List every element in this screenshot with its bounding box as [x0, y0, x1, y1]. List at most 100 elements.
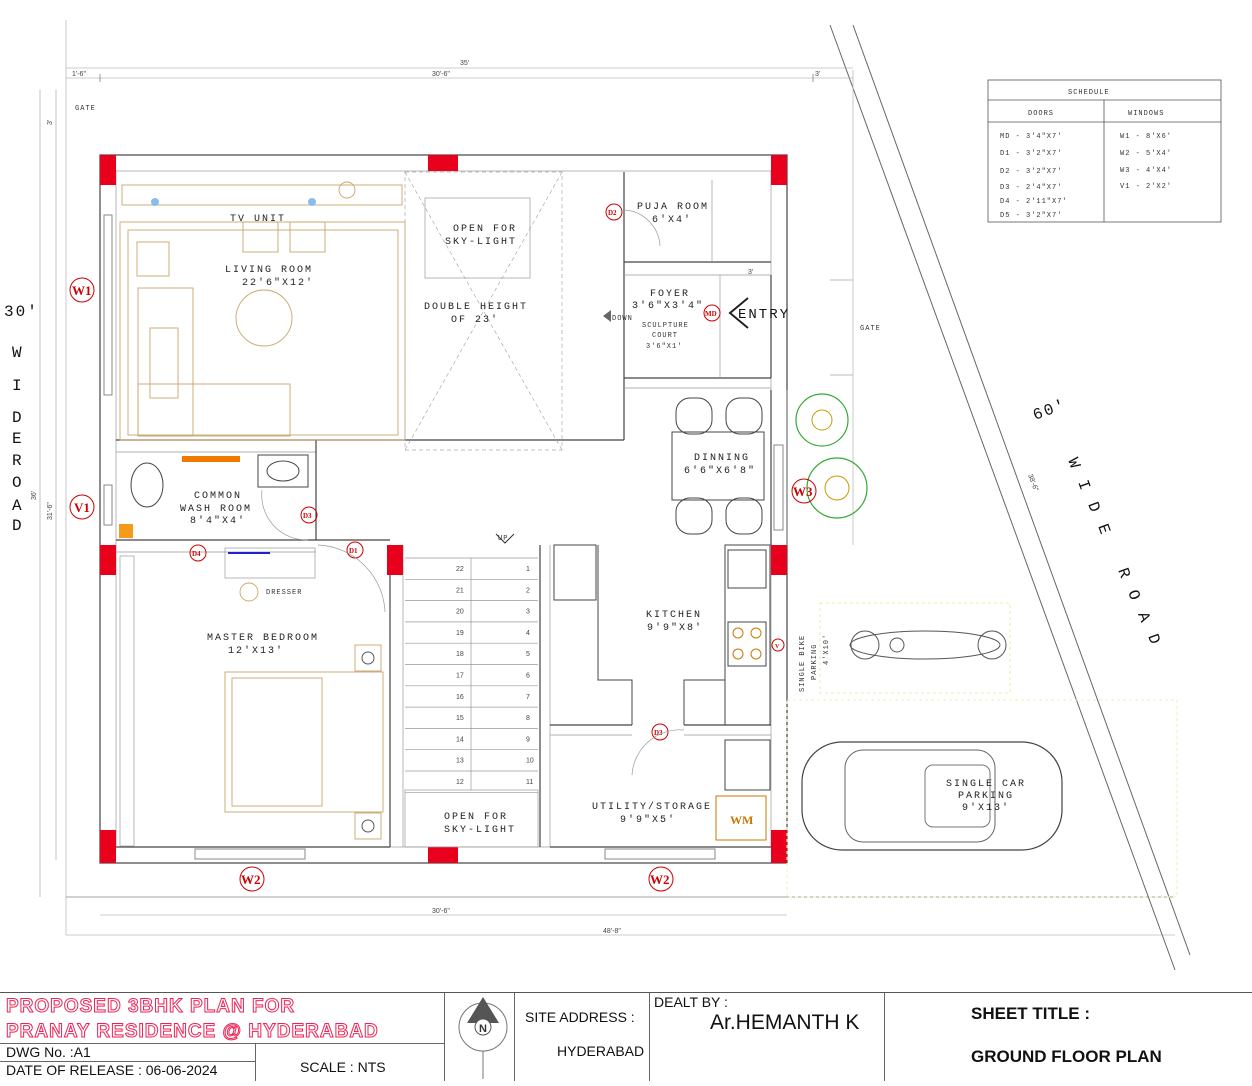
north-arrow-icon: N: [458, 997, 508, 1079]
drawing-number: DWG No. :A1: [6, 1044, 91, 1060]
skylight-bottom-label-1: OPEN FOR: [444, 812, 508, 823]
right-road-letter: E: [1093, 522, 1114, 539]
stair-number: 5: [526, 651, 530, 658]
skylight-bottom: [404, 789, 539, 848]
dining-table: [671, 397, 765, 535]
dresser-label: DRESSER: [266, 589, 302, 597]
sculpture-label-1: SCULPTURE: [642, 322, 689, 330]
tag-d3-utility: D3: [654, 729, 663, 737]
stair-number: 17: [456, 673, 464, 680]
sheet-title-cell: SHEET TITLE : GROUND FLOOR PLAN: [885, 993, 1252, 1081]
dealt-by-label: DEALT BY :: [654, 994, 728, 1010]
north-label: N: [479, 1023, 487, 1035]
left-road-letter: O: [12, 474, 24, 492]
schedule-window-row: V1 - 2'X2': [1120, 183, 1172, 191]
gate-left-label: GATE: [75, 105, 96, 113]
tag-v1: V1: [74, 500, 90, 515]
stair-number: 4: [526, 630, 530, 637]
dim-bottom-inner: 30'-6": [432, 908, 450, 915]
dim-total: 35': [460, 60, 469, 67]
kitchen-fixtures: [553, 544, 771, 841]
right-road-letter: D: [1143, 632, 1164, 649]
master-bedroom-name: MASTER BEDROOM: [207, 633, 319, 644]
dim-right-diag: 38'-6": [1026, 473, 1039, 493]
tag-w1: W1: [72, 283, 92, 298]
site-boundary: [65, 20, 1191, 971]
car-parking-label-2: PARKING: [958, 791, 1014, 802]
schedule-window-row: W1 - 8'X6': [1120, 133, 1172, 141]
schedule-table: SCHEDULE DOORS WINDOWS MD - 3'4"X7' D1 -…: [987, 79, 1222, 223]
dim-bottom-outer: 48'-8": [603, 928, 621, 935]
tag-d1: D1: [349, 547, 358, 555]
gap-3-label: 3': [748, 269, 753, 276]
skylight-bottom-label-2: SKY-LIGHT: [444, 825, 516, 836]
stair-number: 15: [456, 715, 464, 722]
living-room-name: LIVING ROOM: [225, 265, 313, 276]
sheet-title-value: GROUND FLOOR PLAN: [971, 1047, 1162, 1066]
kitchen-size: 9'9"X8': [647, 622, 703, 634]
puja-room-size: 6'X4': [652, 214, 692, 226]
left-road-letter: R: [12, 452, 24, 470]
stair-number: 7: [526, 694, 530, 701]
schedule-door-row: D2 - 3'2"X7': [1000, 168, 1062, 176]
bottom-dimensions: 30'-6" 48'-8": [66, 908, 1175, 936]
double-height-label-1: DOUBLE HEIGHT: [424, 302, 528, 313]
schedule-door-row: D1 - 3'2"X7': [1000, 150, 1062, 158]
schedule-door-row: D5 - 3'2"X7': [1000, 212, 1062, 220]
master-bed: [119, 547, 384, 847]
stair-number: 22: [456, 566, 464, 573]
washroom-size: 8'4"X4': [190, 515, 246, 527]
door-swings: [261, 209, 685, 776]
skylight-top: [404, 171, 563, 451]
right-road-label: 60' W I D E R O A D: [1031, 396, 1165, 649]
right-road-width: 60': [1031, 396, 1070, 425]
dinning-name: DINNING: [694, 453, 750, 464]
windows: [103, 214, 784, 860]
opening-tags: W1 V1 W2 W2 W3 MD D1 D2 D3 D3 D4 V: [69, 203, 817, 892]
dim-left: 1'-6": [72, 71, 86, 78]
foyer-name: FOYER: [650, 289, 690, 300]
left-road-letter: D: [12, 517, 24, 535]
left-road-label: 30' W I D E R O A D: [4, 303, 39, 535]
right-road-letter: R: [1113, 566, 1134, 583]
bike-parking-label-2: PARKING: [811, 644, 819, 680]
schedule-window-row: W3 - 4'X4': [1120, 167, 1172, 175]
dinning-size: 6'6"X6'8": [684, 465, 756, 477]
right-road-letter: W: [1063, 456, 1084, 473]
stair-number: 18: [456, 651, 464, 658]
left-road-width: 30': [4, 303, 39, 321]
left-road-letter: W: [12, 344, 24, 362]
bike-parking-size: 4'X10': [823, 634, 831, 665]
tag-d3-wash: D3: [303, 512, 312, 520]
washroom-label-2: WASH ROOM: [180, 504, 252, 515]
side-dimensions: 36' 31'-6" 3' 38'-6": [31, 90, 1039, 897]
room-labels: TV UNIT LIVING ROOM 22'6"X12' OPEN FOR S…: [180, 202, 1026, 836]
dim-gap: 3': [47, 120, 54, 125]
utility-name: UTILITY/STORAGE: [592, 801, 712, 813]
left-road-letter: I: [12, 377, 24, 395]
car-parking: [786, 699, 1178, 898]
stair-number: 12: [456, 779, 464, 786]
schedule-window-row: W2 - 5'X4': [1120, 150, 1172, 158]
schedule-windows-header: WINDOWS: [1128, 110, 1164, 118]
schedule-door-row: D4 - 2'11"X7': [1000, 198, 1068, 206]
stair-number: 8: [526, 715, 530, 722]
project-title-cell: PROPOSED 3BHK PLAN FOR PRANAY RESIDENCE …: [0, 993, 445, 1081]
tag-w2-left: W2: [241, 872, 261, 887]
stair-number: 9: [526, 736, 530, 743]
bike-parking-label-1: SINGLE BIKE: [799, 635, 807, 692]
right-road-letter: I: [1073, 478, 1094, 495]
left-road-letter: E: [12, 430, 24, 448]
entry-arrow-icon: [728, 297, 749, 329]
stair-number: 2: [526, 587, 530, 594]
down-arrow-icon: [603, 310, 611, 322]
washroom-label-1: COMMON: [194, 491, 242, 502]
sheet-title-label: SHEET TITLE :: [971, 1004, 1090, 1023]
dim-left-inner: 31'-6": [47, 502, 54, 520]
sculpture-label-2: COURT: [652, 332, 678, 340]
stair-up-arrow-icon: [495, 533, 515, 544]
project-title-line-1: PROPOSED 3BHK PLAN FOR: [5, 996, 296, 1018]
car-parking-label-1: SINGLE CAR: [946, 779, 1026, 790]
